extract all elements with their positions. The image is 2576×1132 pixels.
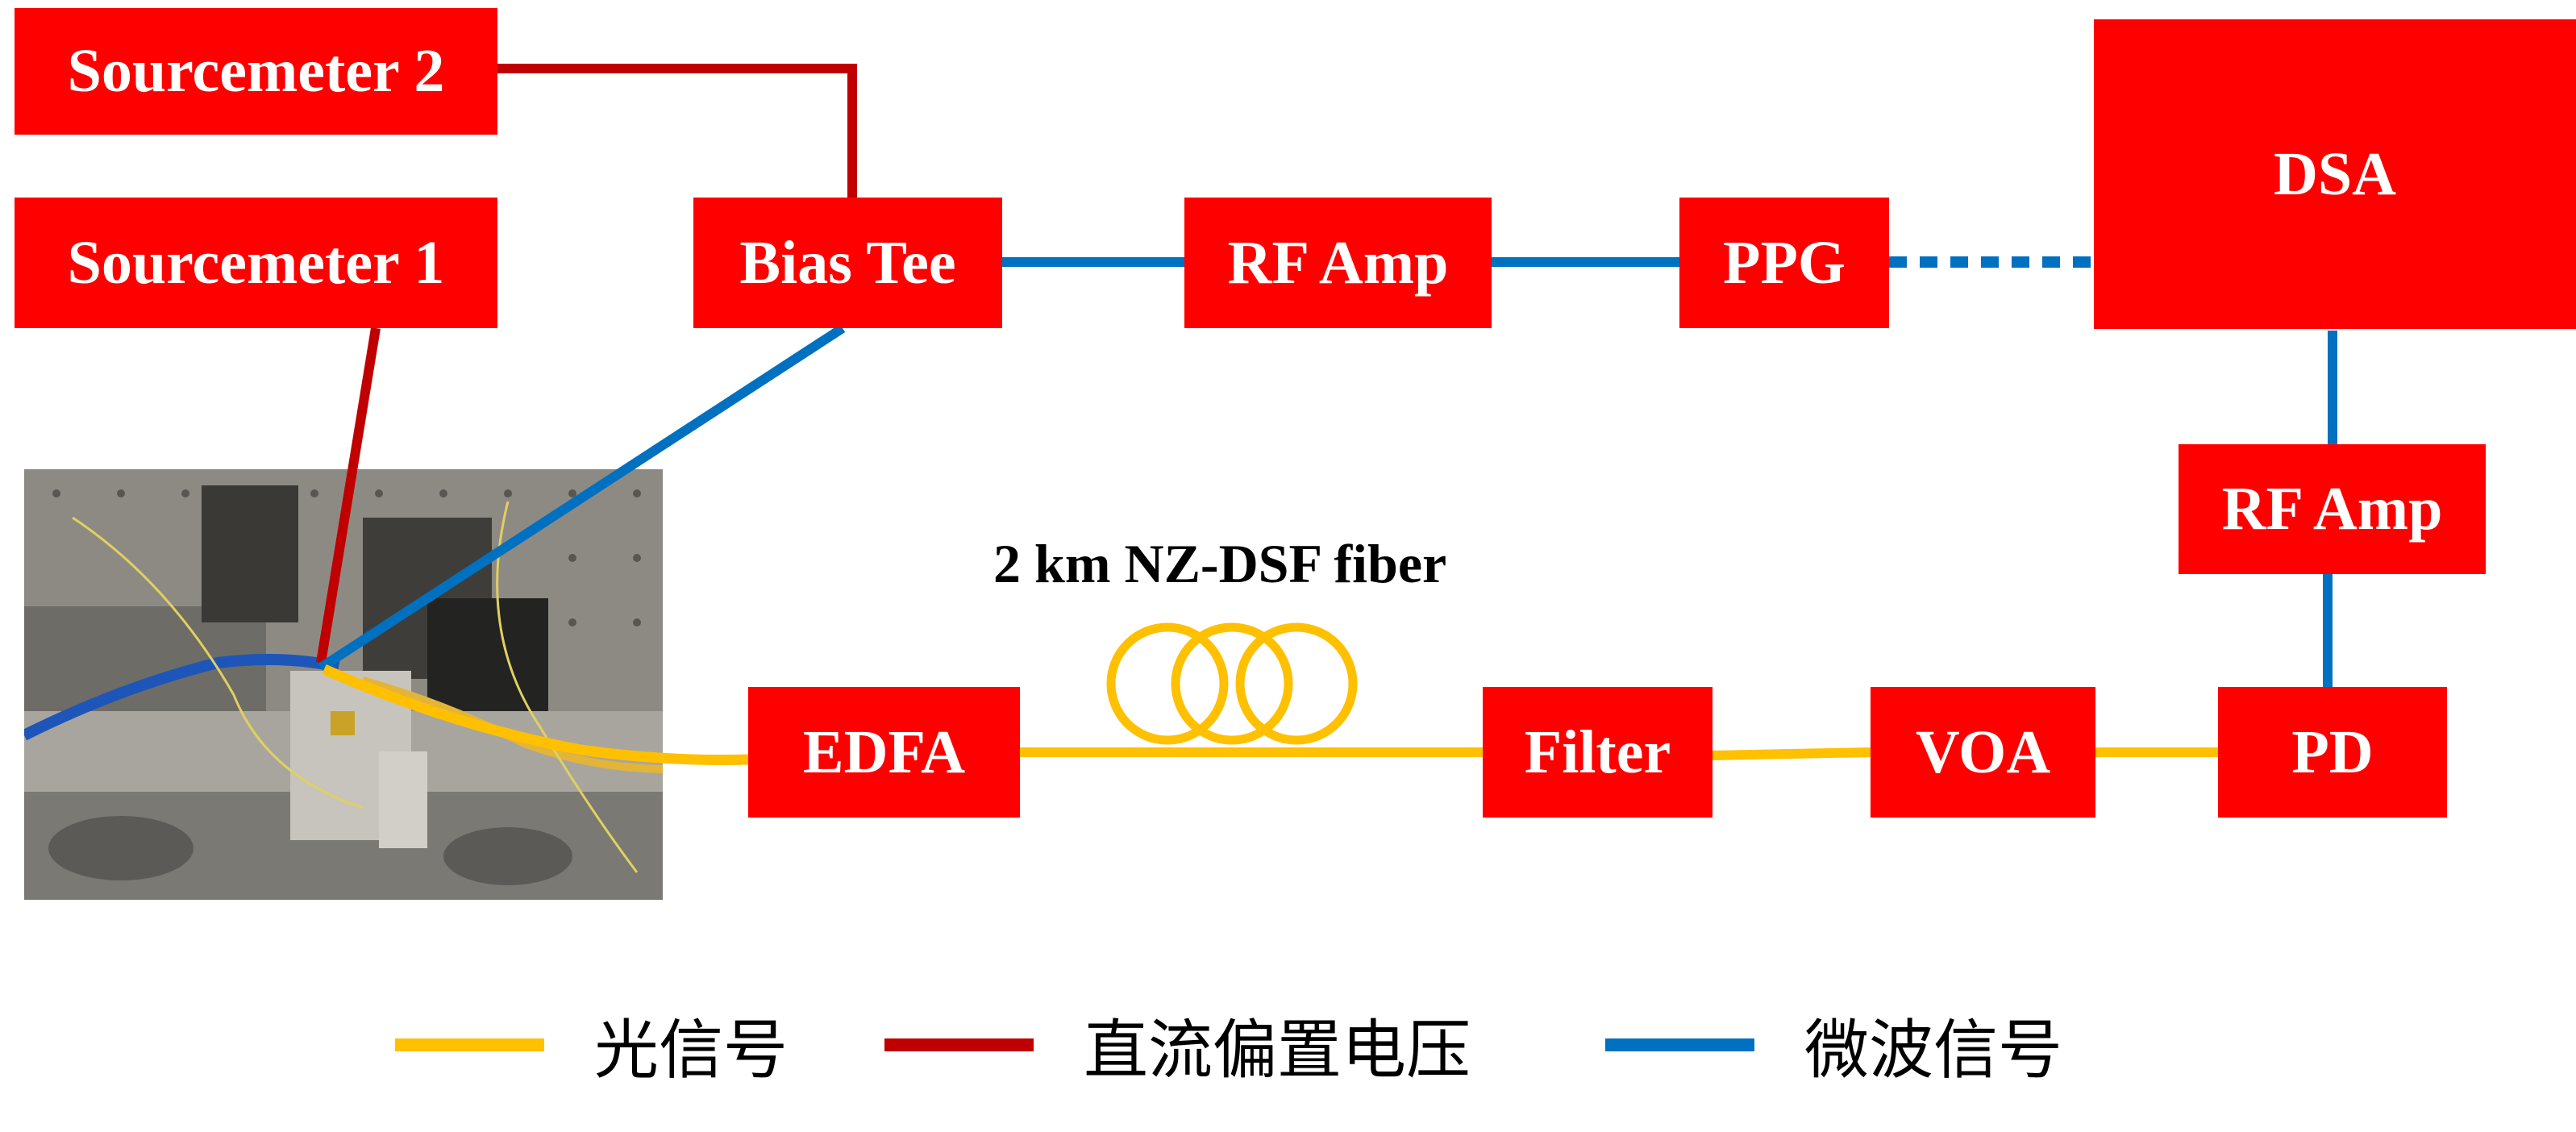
dsa-box: DSA [2094,19,2576,329]
legend-label-optical: 光信号 [594,1013,788,1088]
dc-line-sourcemeter2-biastee [497,64,857,198]
sourcemeter-2-box: Sourcemeter 2 [15,8,497,135]
legend-item-microwave: 微波信号 [1605,1005,2062,1088]
opt-line-device-edfa [322,664,749,765]
legend-label-microwave: 微波信号 [1804,1013,2062,1088]
rf-amp-right-box: RF Amp [2179,444,2486,574]
legend-item-optical: 光信号 [395,1005,788,1088]
edfa-box: EDFA [748,687,1020,818]
opt-line-filter-voa [1712,747,1871,760]
voa-box: VOA [1871,687,2095,818]
bias-tee-box: Bias Tee [693,198,1002,328]
pd-box: PD [2218,687,2447,818]
legend-swatch-optical [395,1038,544,1051]
fiber-label: 2 km NZ-DSF fiber [993,533,1447,594]
dc-line-sourcemeter1-device [316,327,381,664]
legend-item-dc-bias: 直流偏置电压 [884,1005,1471,1088]
mw-line-biastee-device [318,323,846,672]
fiber-spool-icon [1106,622,1358,745]
rf-amp-top-box: RF Amp [1184,198,1492,328]
ppg-box: PPG [1679,198,1889,328]
sourcemeter-1-box: Sourcemeter 1 [15,198,497,328]
filter-box: Filter [1483,687,1712,818]
legend-swatch-dc-bias [884,1038,1034,1051]
legend-swatch-microwave [1605,1038,1754,1051]
legend-label-dc-bias: 直流偏置电压 [1084,1013,1471,1088]
